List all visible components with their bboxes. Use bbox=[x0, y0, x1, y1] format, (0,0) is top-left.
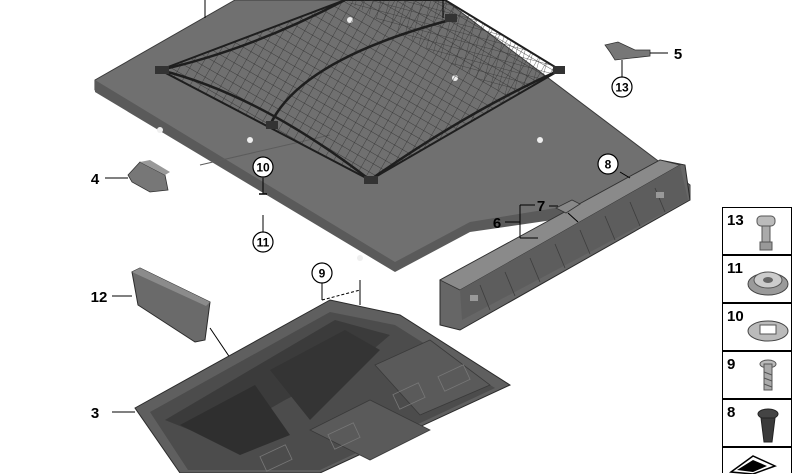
screw-icon bbox=[759, 359, 777, 391]
label-3: 3 bbox=[91, 405, 99, 422]
fastener-box-10: 10 bbox=[722, 303, 792, 351]
storage-tray-part-3 bbox=[112, 299, 512, 473]
callout-13: 13 bbox=[611, 76, 633, 98]
cargo-net bbox=[155, 0, 565, 184]
trim-panel-part-8 bbox=[439, 159, 691, 331]
callout-8: 8 bbox=[597, 153, 619, 175]
fastener-box-8: 8 bbox=[722, 399, 792, 447]
svg-text:10: 10 bbox=[256, 161, 270, 175]
label-12: 12 bbox=[91, 289, 108, 306]
callout-11: 11 bbox=[252, 231, 274, 253]
fastener-number: 10 bbox=[727, 308, 744, 325]
washer-clip-icon bbox=[747, 320, 789, 342]
label-7: 7 bbox=[537, 198, 545, 215]
push-rivet-icon bbox=[756, 215, 776, 251]
arrow-icon bbox=[728, 455, 777, 474]
svg-text:9: 9 bbox=[319, 267, 326, 281]
svg-text:8: 8 bbox=[605, 158, 612, 172]
label-6: 6 bbox=[493, 215, 501, 232]
fastener-number: 13 bbox=[727, 212, 744, 229]
label-5: 5 bbox=[674, 46, 682, 63]
fastener-box-11: 11 bbox=[722, 255, 792, 303]
bracket-6 bbox=[505, 204, 538, 239]
callout-10: 10 bbox=[252, 156, 274, 178]
expanding-rivet-icon bbox=[757, 408, 779, 443]
clip-part-7 bbox=[549, 199, 581, 223]
label-4: 4 bbox=[91, 171, 100, 188]
clip-part-5 bbox=[604, 41, 668, 77]
callout-9: 9 bbox=[311, 262, 333, 284]
fastener-number: 8 bbox=[727, 404, 736, 421]
svg-text:11: 11 bbox=[257, 236, 270, 250]
fastener-box-13: 13 bbox=[722, 207, 792, 255]
fastener-box-arrow bbox=[722, 447, 792, 474]
svg-text:13: 13 bbox=[615, 81, 629, 95]
fastener-box-9: 9 bbox=[722, 351, 792, 399]
fastener-number: 9 bbox=[727, 356, 736, 373]
fastener-number: 11 bbox=[727, 260, 743, 277]
clip-nut-icon bbox=[747, 271, 789, 296]
bracket-part-4 bbox=[105, 160, 170, 193]
